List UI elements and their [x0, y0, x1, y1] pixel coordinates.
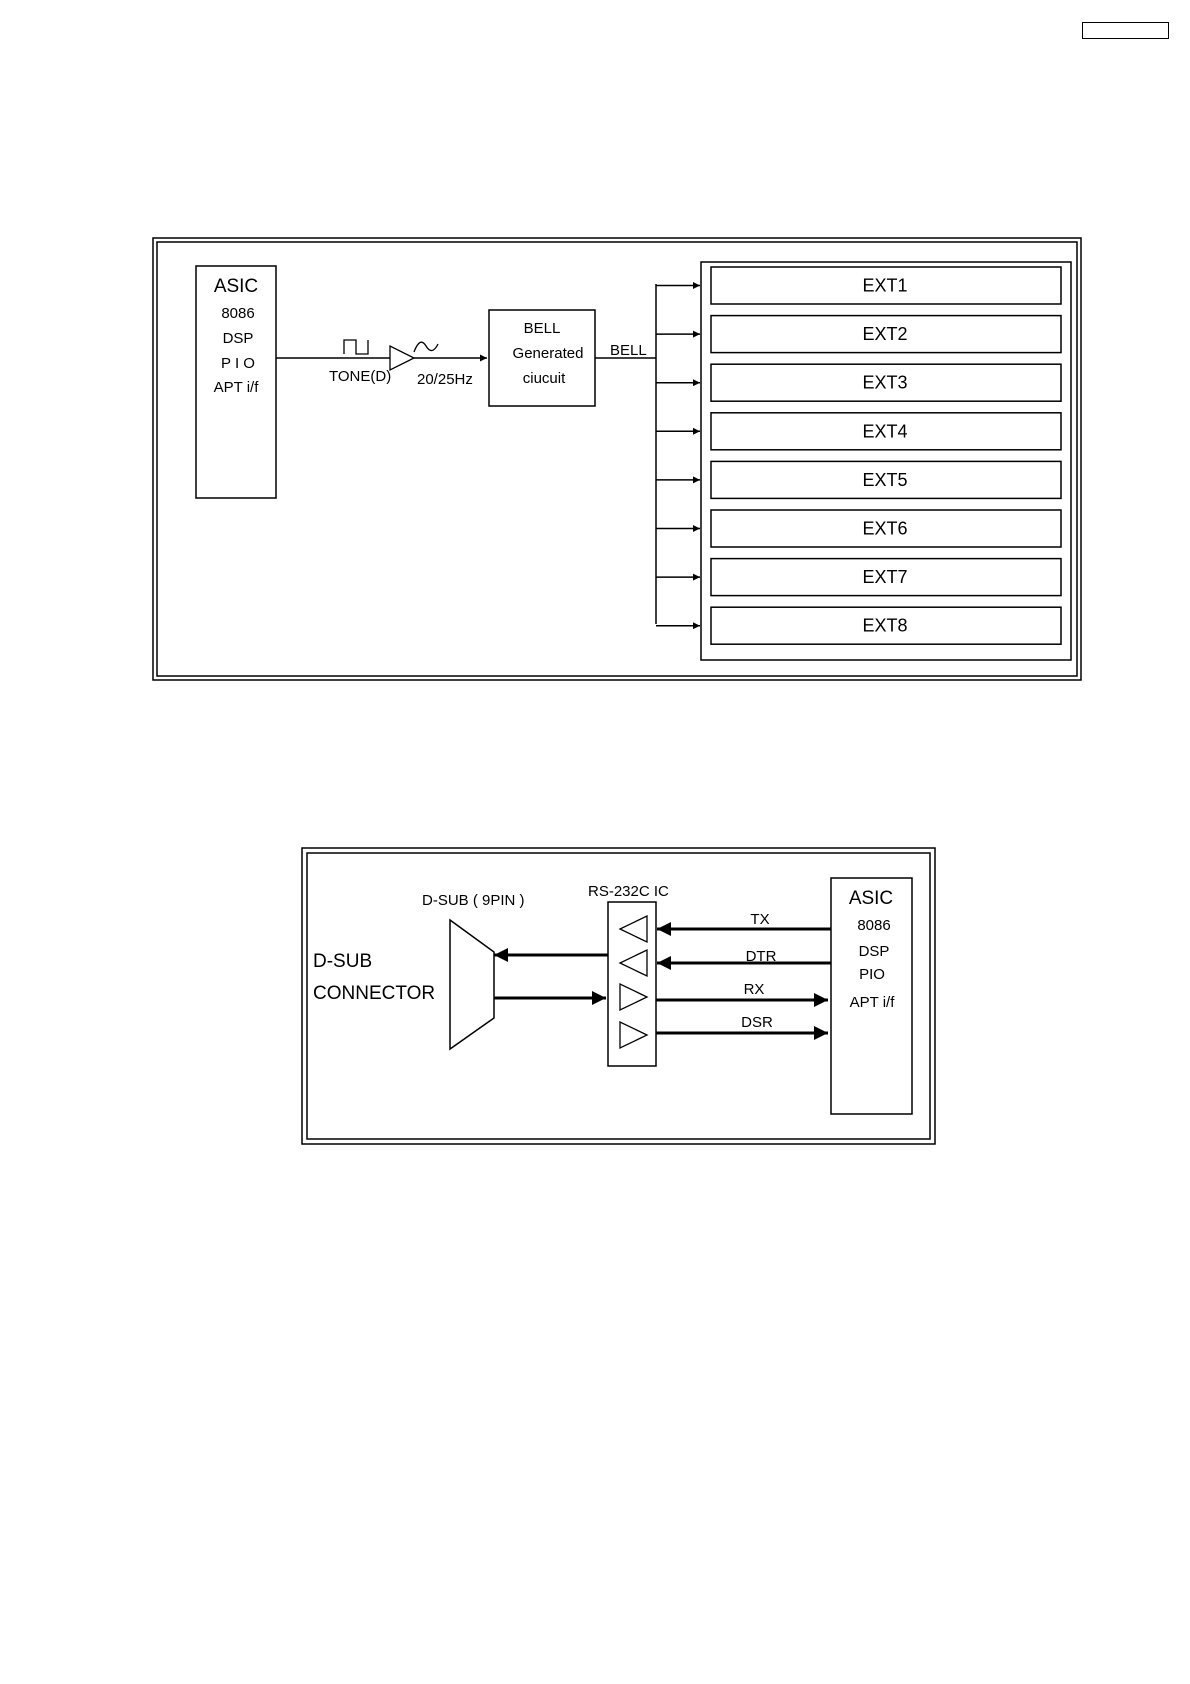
ext-label-5: EXT5: [862, 470, 907, 490]
square-wave-icon: [344, 340, 368, 354]
asic2-block: ASIC 8086 DSP PIO APT i/f: [831, 878, 912, 1114]
dsub-connector-shape: [450, 920, 494, 1049]
asic2-line-apt: APT i/f: [850, 994, 896, 1011]
freq-label: 20/25Hz: [417, 371, 473, 388]
signal-label-tx: TX: [750, 911, 769, 928]
ext-label-6: EXT6: [862, 519, 907, 539]
asic2-line-8086: 8086: [857, 917, 890, 934]
bell-diagram-frame-inner: [157, 242, 1077, 676]
ext-label-1: EXT1: [862, 276, 907, 296]
bell-block-line-3: ciucuit: [523, 370, 566, 387]
signal-label-dsr: DSR: [741, 1014, 773, 1031]
asic2-title: ASIC: [849, 888, 893, 909]
asic2-line-dsp: DSP: [859, 943, 890, 960]
ext-label-3: EXT3: [862, 373, 907, 393]
bell-diagram: ASIC 8086 DSP P I O APT i/f TONE(D) 20/2…: [153, 238, 1081, 680]
dsub-connector-label-1: D-SUB: [313, 951, 372, 972]
asic2-line-pio: PIO: [859, 966, 885, 983]
ic-driver-rx-icon: [620, 984, 647, 1010]
ic-title: RS-232C IC: [588, 883, 669, 900]
ic-driver-tx-icon: [620, 916, 647, 942]
bell-generator-block: BELL Generated ciucuit: [489, 310, 595, 406]
asic-block: ASIC 8086 DSP P I O APT i/f: [196, 266, 276, 498]
tone-label: TONE(D): [329, 368, 391, 385]
ext-label-4: EXT4: [862, 421, 907, 441]
ic-driver-dsr-icon: [620, 1022, 647, 1048]
ext-label-7: EXT7: [862, 567, 907, 587]
amplifier-triangle-icon: [390, 346, 414, 370]
signal-label-dtr: DTR: [746, 948, 777, 965]
asic-line-8086: 8086: [221, 305, 254, 322]
ic-driver-dtr-icon: [620, 950, 647, 976]
asic-line-pio: P I O: [221, 355, 255, 372]
bell-block-line-1: BELL: [524, 320, 561, 337]
ext-label-2: EXT2: [862, 324, 907, 344]
dsub-title: D-SUB ( 9PIN ): [422, 892, 525, 909]
asic-title: ASIC: [214, 276, 258, 297]
dsub-connector-label-2: CONNECTOR: [313, 983, 435, 1004]
bell-block-line-2: Generated: [513, 345, 584, 362]
rs232-diagram: D-SUB CONNECTOR D-SUB ( 9PIN ) RS-232C I…: [302, 848, 935, 1144]
sine-wave-icon: [414, 342, 438, 352]
asic-line-apt: APT i/f: [214, 379, 260, 396]
signal-label-rx: RX: [744, 981, 765, 998]
asic-line-dsp: DSP: [223, 330, 254, 347]
ext-label-8: EXT8: [862, 616, 907, 636]
bell-label: BELL: [610, 342, 647, 359]
